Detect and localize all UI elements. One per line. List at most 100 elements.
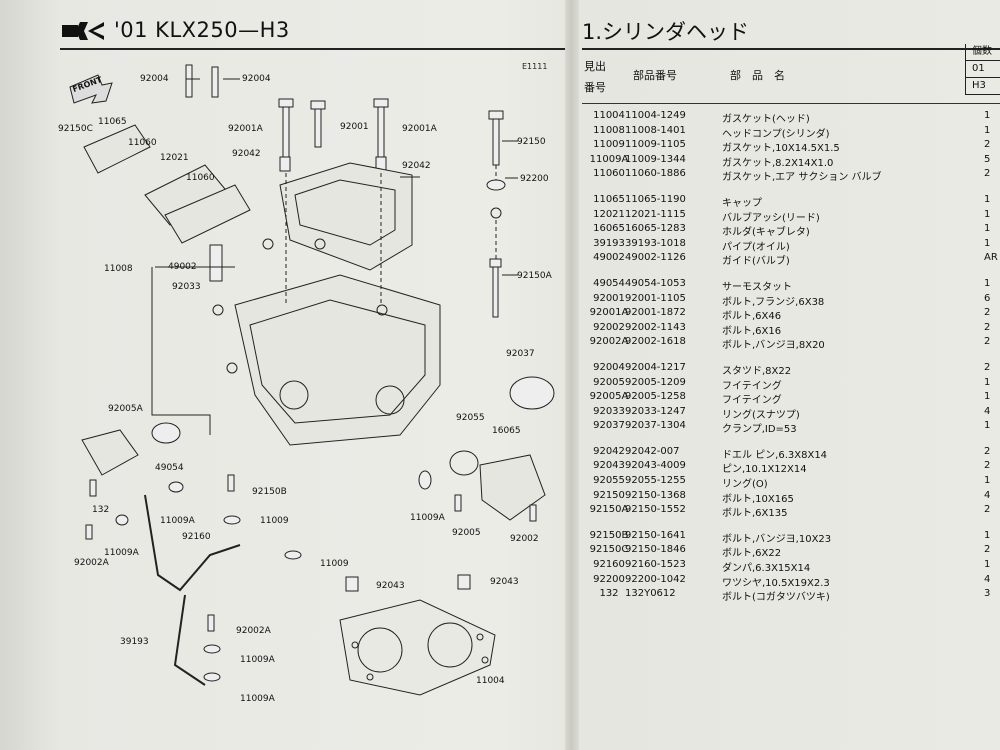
ref-cell: 92150 <box>593 489 625 501</box>
label-11009-a: 11009 <box>260 516 289 526</box>
ref-cell: 92200 <box>593 573 625 585</box>
part-number-cell: 92004-1217 <box>625 361 686 373</box>
part-name-cell: ガスケット(ヘッド) <box>722 114 810 125</box>
part-number-cell: 92150-1846 <box>625 544 686 556</box>
exploded-parts-diagram <box>69 64 555 696</box>
part-number-cell: 92150-1552 <box>625 504 686 516</box>
label-92042-a: 92042 <box>232 149 261 159</box>
row-gap <box>582 351 1000 362</box>
ref-cell: 49054 <box>593 277 625 289</box>
quantity-cell: 2 <box>984 445 991 457</box>
quantity-cell: 2 <box>984 361 991 373</box>
ref-cell: 92150B <box>589 529 629 541</box>
part-name-cell: ボルト(コガタツバツキ) <box>722 592 830 604</box>
col-header-model-01: 01 <box>965 61 1000 78</box>
label-92005: 92005 <box>452 528 481 538</box>
part-name-cell: ヘッドコンプ(シリンダ) <box>722 128 830 140</box>
col-header-partnum: 部品番号 <box>633 69 677 82</box>
quantity-cell: 4 <box>984 405 991 417</box>
ref-cell: 132 <box>599 588 619 600</box>
part-name-cell: ボルト,10X165 <box>722 493 794 505</box>
part-name-cell: ガスケット,エア サクション バルブ <box>722 172 882 184</box>
ref-cell: 92150A <box>589 504 629 516</box>
label-92005a: 92005A <box>108 404 143 414</box>
part-name-cell: ピン,10.1X12X14 <box>722 464 807 476</box>
part-number-cell: 12021-1115 <box>625 208 686 220</box>
quantity-cell: 1 <box>984 277 991 289</box>
part-name-cell: フイテイング <box>722 395 782 407</box>
row-gap <box>582 267 1000 278</box>
ref-cell: 92002 <box>593 321 625 333</box>
header-rule-left <box>60 48 565 50</box>
col-header-ref-1: 見出 <box>584 60 606 73</box>
part-number-cell: 92033-1247 <box>625 405 686 417</box>
ref-cell: 11065 <box>593 193 625 205</box>
part-name-cell: フイテイング <box>722 380 782 392</box>
quantity-cell: AR <box>984 252 998 264</box>
col-header-name: 部 品 名 <box>730 69 785 82</box>
ref-cell: 92005 <box>593 376 625 388</box>
part-number-cell: 11009-1344 <box>625 153 686 165</box>
label-11060-b: 11060 <box>186 173 215 183</box>
quantity-header-box: 個数 01 H3 <box>965 44 1000 96</box>
ref-cell: 39193 <box>593 237 625 249</box>
label-92043-a: 92043 <box>376 581 405 591</box>
quantity-cell: 2 <box>984 168 991 180</box>
label-11009a-d: 11009A <box>240 655 275 665</box>
part-name-cell: ボルト,バンジヨ,10X23 <box>722 533 832 545</box>
part-number-cell: 11060-1886 <box>625 168 686 180</box>
row-gap <box>582 183 1000 194</box>
ref-cell: 92042 <box>593 445 625 457</box>
ref-cell: 11009 <box>593 139 625 151</box>
label-92033: 92033 <box>172 282 201 292</box>
quantity-cell: 3 <box>984 588 991 600</box>
ref-cell: 92055 <box>593 475 625 487</box>
part-name-cell: リング(スナツプ) <box>722 409 800 421</box>
ref-cell: 92001A <box>589 307 629 319</box>
part-number-cell: 39193-1018 <box>625 237 686 249</box>
part-number-cell: 92055-1255 <box>625 475 686 487</box>
label-92002: 92002 <box>510 534 539 544</box>
ref-cell: 92037 <box>593 420 625 432</box>
part-name-cell: ガスケット,10X14.5X1.5 <box>722 143 840 155</box>
col-header-model-h3: H3 <box>965 78 1000 95</box>
ref-cell: 49002 <box>593 252 625 264</box>
quantity-cell: 1 <box>984 237 991 249</box>
part-name-cell: ダンパ,6.3X15X14 <box>722 563 811 575</box>
part-number-cell: 92042-007 <box>625 445 680 457</box>
label-92043-b: 92043 <box>490 577 519 587</box>
quantity-cell: 2 <box>984 460 991 472</box>
ref-cell: 11004 <box>593 110 625 121</box>
book-spine <box>565 0 579 750</box>
part-number-cell: 132Y0612 <box>625 588 676 600</box>
label-11065: 11065 <box>98 117 127 127</box>
label-92055: 92055 <box>456 413 485 423</box>
ref-cell: 16065 <box>593 223 625 235</box>
part-number-cell: 92150-1368 <box>625 489 686 501</box>
part-name-cell: ワツシヤ,10.5X19X2.3 <box>722 577 830 589</box>
table-row: 132 132Y0612 ボルト(コガタツバツキ) 3 <box>582 588 1000 603</box>
model-title: '01 KLX250—H3 <box>114 18 290 42</box>
ref-cell: 92004 <box>593 361 625 373</box>
part-name-cell: ボルト,6X135 <box>722 508 788 520</box>
label-11004: 11004 <box>476 676 505 686</box>
part-number-cell: 16065-1283 <box>625 223 686 235</box>
part-number-cell: 11004-1249 <box>625 110 686 121</box>
ref-cell: 92043 <box>593 460 625 472</box>
quantity-cell: 2 <box>984 504 991 516</box>
label-11008: 11008 <box>104 264 133 274</box>
quantity-cell: 1 <box>984 193 991 205</box>
